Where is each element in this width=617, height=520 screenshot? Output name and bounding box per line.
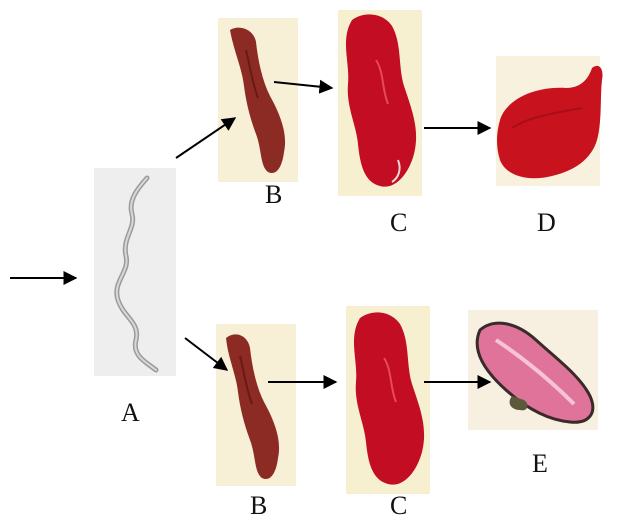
stage-e-image xyxy=(468,310,598,430)
stage-c-top-image xyxy=(338,10,422,196)
label-d: D xyxy=(537,210,556,236)
stage-b-top-image xyxy=(218,18,298,182)
label-c-bottom: C xyxy=(390,493,407,519)
stage-b-bottom-image xyxy=(216,324,296,486)
label-a: A xyxy=(121,400,140,426)
label-b-top: B xyxy=(265,182,282,208)
stage-a-image xyxy=(94,168,176,376)
label-c-top: C xyxy=(390,210,407,236)
label-b-bottom: B xyxy=(250,493,267,519)
stage-d-image xyxy=(496,56,603,186)
stage-c-bottom-image xyxy=(346,306,430,494)
label-e: E xyxy=(532,451,548,477)
